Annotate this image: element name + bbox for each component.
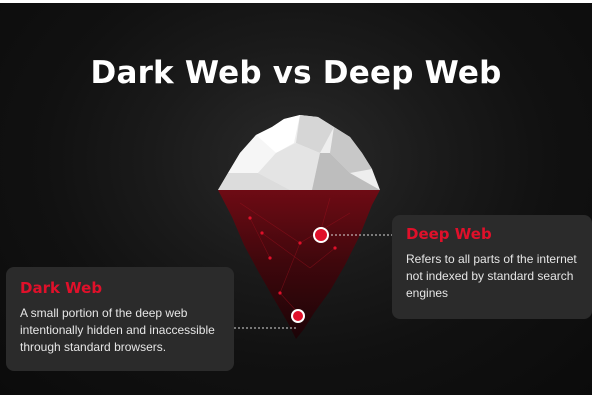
deep-web-card: Deep Web Refers to all parts of the inte… (392, 215, 592, 319)
infographic-canvas: Dark Web vs Deep Web (0, 3, 592, 395)
iceberg-tip-facet (228, 135, 276, 173)
deep-web-marker (313, 227, 329, 243)
iceberg-underwater (218, 190, 380, 339)
iceberg-tip-facet (258, 143, 320, 190)
page-title: Dark Web vs Deep Web (90, 55, 502, 91)
iceberg-tip-facet (296, 115, 334, 153)
dark-web-card: Dark Web A small portion of the deep web… (6, 267, 234, 371)
network-dots (248, 216, 337, 295)
dark-web-description: A small portion of the deep web intentio… (20, 306, 215, 354)
deep-web-description: Refers to all parts of the internet not … (406, 252, 577, 300)
dark-web-marker (291, 309, 305, 323)
network-lines (239, 197, 351, 316)
iceberg-tip-facet (256, 115, 300, 153)
iceberg-illustration (218, 115, 392, 339)
iceberg-tip-facet (218, 173, 290, 190)
deep-web-title: Deep Web (406, 225, 492, 243)
dark-web-title: Dark Web (20, 279, 103, 297)
iceberg-tip-facet (312, 153, 380, 190)
iceberg-tip-facet (330, 127, 372, 173)
